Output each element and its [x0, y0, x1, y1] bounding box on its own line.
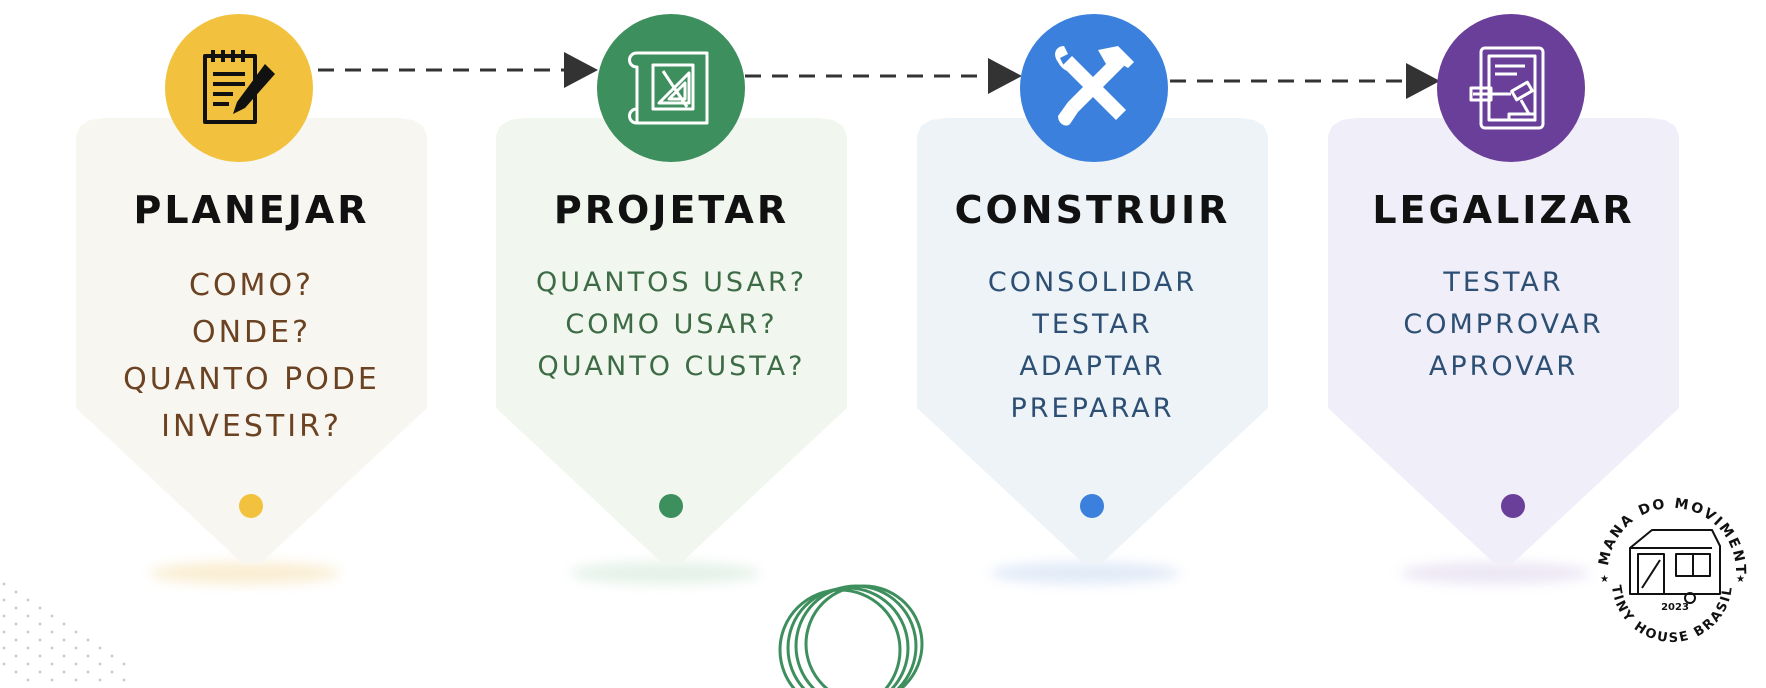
step-dot-construir [1080, 494, 1104, 518]
legal-document-icon [1469, 46, 1545, 130]
card-shadow-legalizar [1400, 562, 1590, 584]
step-line: INVESTIR? [161, 409, 342, 444]
notepad-pencil-icon [203, 50, 275, 124]
step-title-planejar: PLANEJAR [133, 188, 370, 232]
tiny-house-icon [1629, 529, 1721, 604]
step-icon-planejar [165, 14, 313, 162]
star-icon: ★ [1736, 574, 1745, 585]
connector-arrows [318, 52, 1440, 99]
step-line: QUANTOS USAR? [535, 267, 808, 298]
step-line: TESTAR [1443, 267, 1564, 298]
step-icon-legalizar [1437, 14, 1585, 162]
step-line: PREPARAR [1010, 393, 1175, 424]
step-lines-planejar: COMO? ONDE? QUANTO PODE INVESTIR? [76, 262, 427, 450]
step-line: TESTAR [1032, 309, 1153, 340]
step-dot-projetar [659, 494, 683, 518]
card-shadow-planejar [150, 562, 340, 584]
dotted-corner-decoration [2, 582, 126, 682]
star-icon: ★ [1600, 574, 1609, 585]
tools-icon [1055, 46, 1134, 126]
blueprint-icon [628, 51, 709, 125]
step-line: ONDE? [191, 315, 312, 350]
step-dot-legalizar [1501, 494, 1525, 518]
step-line: QUANTO CUSTA? [537, 351, 806, 382]
step-line: QUANTO PODE [123, 362, 380, 397]
card-shadow-projetar [570, 562, 760, 584]
badge-top-text: SEMANA DO MOVIMENTO [1590, 486, 1748, 576]
green-rings-decoration [778, 584, 924, 688]
tiny-house-brasil-badge-logo: SEMANA DO MOVIMENTO TINY HOUSE BRASIL ★ … [1590, 486, 1748, 646]
step-title-construir: CONSTRUIR [954, 188, 1231, 232]
step-icon-construir [1020, 14, 1168, 162]
step-line: APROVAR [1428, 351, 1579, 382]
step-lines-legalizar: TESTAR COMPROVAR APROVAR [1328, 262, 1679, 388]
step-icon-projetar [597, 14, 745, 162]
arrowhead-1 [564, 52, 598, 88]
arrowhead-2 [988, 58, 1022, 94]
step-line: COMO? [189, 268, 314, 303]
card-shadow-construir [990, 562, 1180, 584]
step-lines-construir: CONSOLIDAR TESTAR ADAPTAR PREPARAR [917, 262, 1268, 430]
step-line: COMO USAR? [565, 309, 778, 340]
step-title-projetar: PROJETAR [553, 188, 790, 232]
step-dot-planejar [239, 494, 263, 518]
arrowhead-3 [1406, 63, 1440, 99]
step-line: CONSOLIDAR [987, 267, 1198, 298]
step-line: ADAPTAR [1019, 351, 1166, 382]
step-lines-projetar: QUANTOS USAR? COMO USAR? QUANTO CUSTA? [496, 262, 847, 388]
badge-year: 2023 [1661, 602, 1689, 613]
step-line: COMPROVAR [1403, 309, 1604, 340]
step-title-legalizar: LEGALIZAR [1372, 188, 1635, 232]
